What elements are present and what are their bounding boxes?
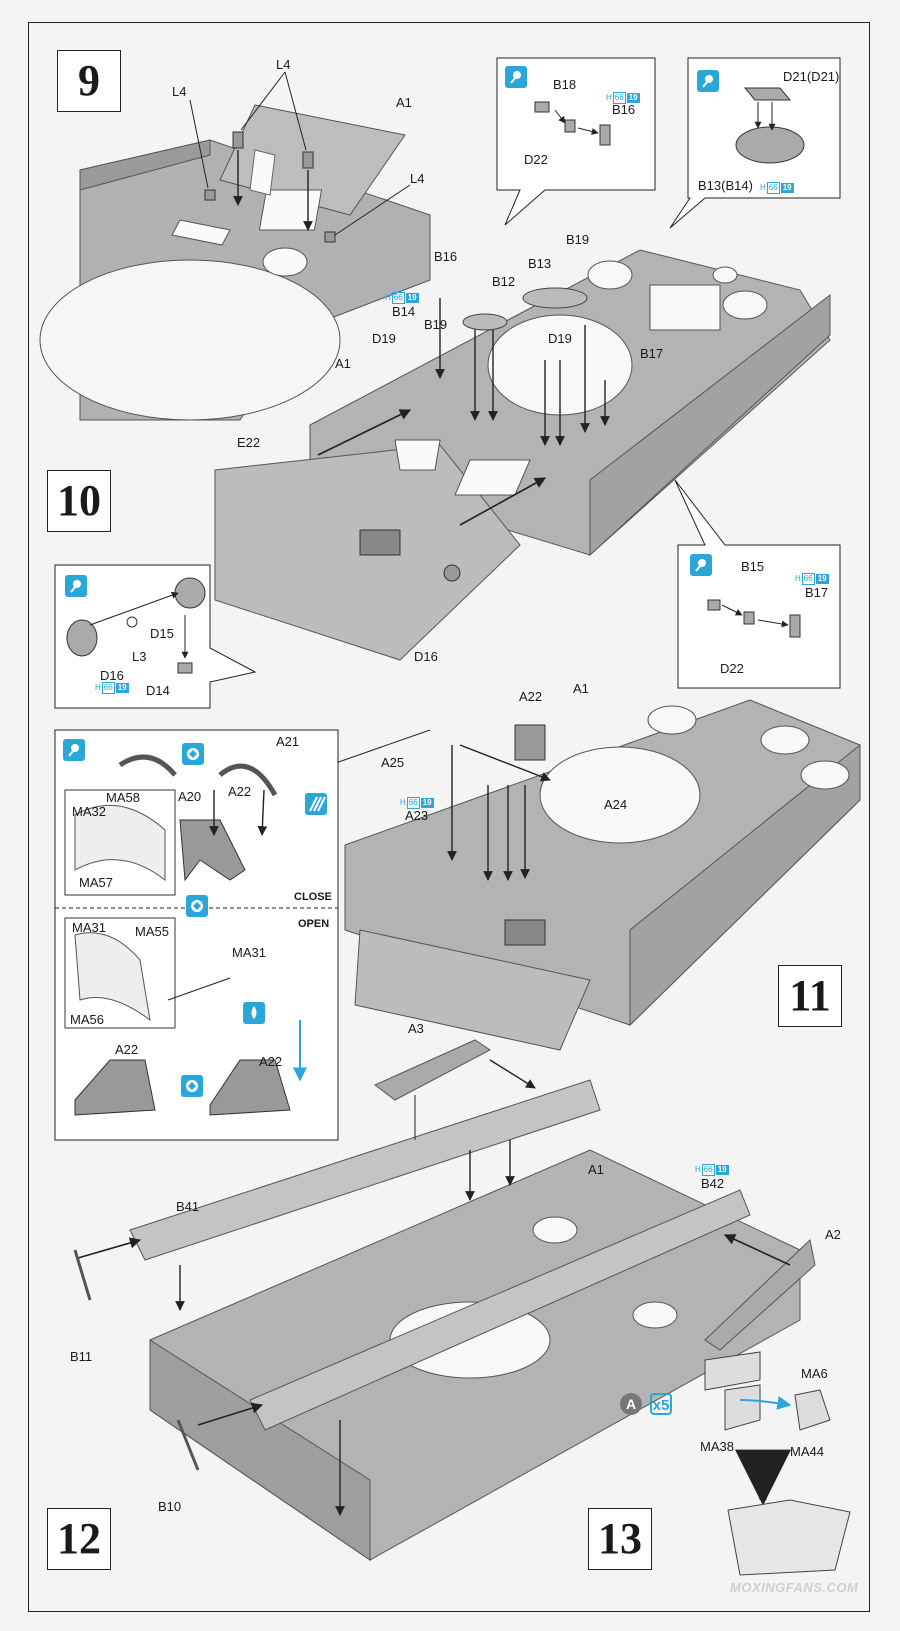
option-icon (181, 1075, 203, 1097)
label-a22: A22 (259, 1054, 283, 1069)
label-b42: B42 (701, 1176, 725, 1191)
step-number-11: 11 (778, 965, 842, 1027)
label-ma31: MA31 (72, 920, 106, 935)
step9-hull-panel (39, 71, 431, 421)
label-d15: D15 (150, 626, 174, 641)
label-ma56: MA56 (70, 1012, 104, 1027)
label-b11: B11 (70, 1349, 93, 1364)
page-border (28, 22, 870, 1612)
label-l4: L4 (172, 84, 187, 99)
label-ma31: MA31 (232, 945, 266, 960)
label-a25: A25 (381, 755, 405, 770)
step-number-12: 12 (47, 1508, 111, 1570)
label-b19: B19 (424, 317, 448, 332)
label-d21: D21(D21) (783, 69, 840, 84)
label-open: OPEN (298, 918, 330, 930)
label-b13-b14: B13(B14) (698, 178, 753, 193)
label-ma57: MA57 (79, 875, 113, 890)
label-a1: A1 (335, 356, 351, 371)
step13-exhaust-detail (704, 1351, 851, 1576)
step-number-13: 13 (588, 1508, 652, 1570)
label-a22: A22 (115, 1042, 139, 1057)
label-l3: L3 (132, 649, 147, 664)
quantity-x5-badge: x5 (650, 1393, 672, 1415)
label-ma32: MA32 (72, 804, 106, 819)
glue-icon (697, 70, 719, 92)
label-ma44: MA44 (790, 1444, 824, 1459)
label-ma55: MA55 (135, 924, 169, 939)
glue-icon (505, 66, 527, 88)
label-a1: A1 (396, 95, 412, 110)
label-b14: B14 (392, 304, 416, 319)
label-b17: B17 (640, 346, 664, 361)
label-b17: B17 (805, 585, 829, 600)
label-a3: A3 (408, 1021, 424, 1036)
label-d19: D19 (372, 331, 396, 346)
label-ma38: MA38 (700, 1439, 734, 1454)
label-b10: B10 (158, 1499, 182, 1514)
label-ma6: MA6 (801, 1366, 828, 1381)
watermark: MOXINGFANS.COM (730, 1580, 859, 1595)
label-l4: L4 (410, 171, 425, 186)
label-a24: A24 (604, 797, 628, 812)
label-a2: A2 (825, 1227, 841, 1242)
label-b19: B19 (566, 232, 590, 247)
option-icon (182, 743, 204, 765)
step-number-10: 10 (47, 470, 111, 532)
step11-hull (329, 699, 861, 1051)
label-d16: D16 (100, 668, 124, 683)
paint-drop-icon (243, 1002, 265, 1024)
label-a22: A22 (228, 784, 252, 799)
label-a1: A1 (588, 1162, 604, 1177)
glue-icon (63, 739, 85, 761)
step-number-9: 9 (57, 50, 121, 112)
label-b15: B15 (741, 559, 765, 574)
striped-icon (305, 793, 327, 815)
inset-d21-b13 (669, 57, 841, 229)
label-a23: A23 (405, 808, 429, 823)
label-a1: A1 (573, 681, 589, 696)
step12-hull (73, 1039, 816, 1561)
inset-d14-d16 (54, 564, 257, 709)
label-a20: A20 (178, 789, 202, 804)
inset-b15-b17 (674, 479, 841, 689)
step10-hull (214, 249, 831, 661)
label-d16: D16 (414, 649, 438, 664)
label-b16: B16 (434, 249, 458, 264)
label-b13: B13 (528, 256, 552, 271)
option-icon (186, 895, 208, 917)
inset-b18-b16 (496, 57, 656, 226)
label-d19: D19 (548, 331, 572, 346)
glue-icon (65, 575, 87, 597)
label-d22: D22 (524, 152, 548, 167)
label-e22: E22 (237, 435, 261, 450)
label-a21: A21 (276, 734, 300, 749)
part-sprue-a-badge: A (620, 1393, 642, 1415)
glue-icon (690, 554, 712, 576)
label-d22: D22 (720, 661, 744, 676)
label-l4: L4 (276, 57, 291, 72)
inset-track-rack (54, 729, 339, 1141)
label-d14: D14 (146, 683, 170, 698)
label-a22: A22 (519, 689, 543, 704)
label-ma58: MA58 (106, 790, 140, 805)
label-close: CLOSE (294, 891, 332, 903)
label-b41: B41 (176, 1199, 200, 1214)
label-b12: B12 (492, 274, 516, 289)
label-b18: B18 (553, 77, 577, 92)
label-b16: B16 (612, 102, 636, 117)
